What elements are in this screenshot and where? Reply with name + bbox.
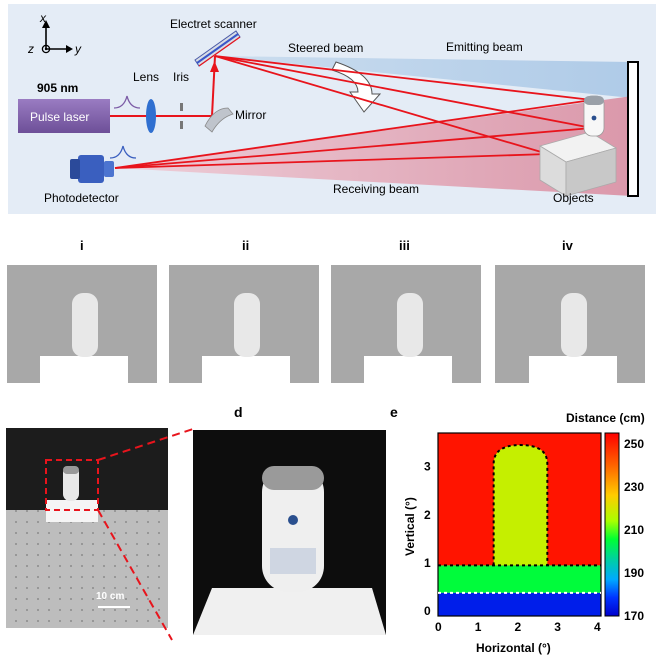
laser-arrow — [210, 61, 219, 72]
region-outlines — [438, 444, 601, 594]
frame-ii — [169, 265, 319, 383]
received-beams — [114, 99, 593, 169]
colorbar-tick-label: 210 — [624, 523, 644, 537]
colorbar-title: Distance (cm) — [566, 411, 645, 425]
frame-label-i: i — [80, 238, 84, 253]
y-tick-label: 3 — [424, 460, 431, 474]
zoom-connector-top — [97, 428, 194, 461]
mirror-label: Mirror — [235, 108, 266, 122]
zoom-box — [45, 459, 99, 511]
emitting-beam-label: Emitting beam — [446, 40, 523, 54]
x-ticks: 0 1 2 3 4 — [435, 620, 601, 634]
pulse-laser-label: Pulse laser — [30, 110, 89, 124]
lens-icon — [146, 99, 156, 133]
x-tick-label: 4 — [594, 620, 601, 634]
plot-frame — [437, 432, 602, 617]
panel-d-photo — [193, 430, 386, 635]
y-axis-label: Vertical (°) — [403, 497, 417, 556]
objects-label: Objects — [553, 191, 594, 205]
heatmap-region-table-top — [438, 565, 601, 593]
pulse-laser-box — [18, 99, 110, 133]
heatmap-region-object — [493, 445, 548, 566]
objects-icon — [539, 95, 617, 197]
panel-d-label: d — [234, 404, 243, 420]
axis-glyph — [41, 20, 73, 54]
heatmap-region-floor — [438, 592, 601, 616]
mirror-icon — [204, 107, 234, 133]
frame-label-ii: ii — [242, 238, 249, 253]
frame-iii — [331, 265, 481, 383]
y-ticks: 3 2 1 0 — [424, 460, 431, 618]
colorbar-tick-label: 190 — [624, 566, 644, 580]
heatmap: 0 1 2 3 4 3 2 1 0 — [424, 432, 602, 634]
y-tick-label: 2 — [424, 508, 431, 522]
x-tick-label: 3 — [554, 620, 561, 634]
y-tick-label: 1 — [424, 556, 431, 570]
colorbar — [604, 432, 620, 617]
frame-label-iii: iii — [399, 238, 410, 253]
x-tick-label: 0 — [435, 620, 442, 634]
axis-x-label: x — [39, 11, 47, 25]
receiving-beam-label: Receiving beam — [333, 182, 419, 196]
emitting-beam-region — [215, 56, 632, 98]
colorbar-tick-label: 170 — [624, 609, 644, 623]
photodetector-label: Photodetector — [44, 191, 119, 205]
frame-iv — [495, 265, 645, 383]
target-screen — [627, 61, 639, 197]
y-tick-label: 0 — [424, 604, 431, 618]
panel-e-label: e — [390, 404, 398, 420]
x-tick-label: 1 — [475, 620, 482, 634]
panel-c-photo — [6, 428, 168, 628]
receive-pulse-icon — [109, 145, 137, 159]
x-tick-label: 2 — [515, 620, 522, 634]
iris-label: Iris — [173, 70, 189, 84]
photodetector-icon — [70, 155, 114, 183]
electret-scanner-icon — [194, 30, 241, 67]
zoom-connector-bottom — [97, 509, 173, 641]
emitted-beams — [214, 55, 593, 155]
lens-label: Lens — [133, 70, 159, 84]
heatmap-cells — [438, 433, 601, 616]
colorbar-tick-label: 250 — [624, 437, 644, 451]
scanner-label: Electret scanner — [170, 17, 257, 31]
colorbar-ticks: 250 230 210 190 170 — [624, 437, 644, 623]
axis-y-label: y — [74, 42, 82, 56]
colorbar-tick-label: 230 — [624, 480, 644, 494]
wavelength-label: 905 nm — [37, 81, 78, 95]
frame-i — [7, 265, 157, 383]
x-axis-label: Horizontal (°) — [476, 641, 551, 655]
object-outline — [492, 444, 549, 566]
iris-icon — [180, 103, 183, 111]
steered-beam-label: Steered beam — [288, 41, 363, 55]
frame-label-iv: iv — [562, 238, 574, 253]
axis-z-label: z — [27, 42, 34, 56]
iris-icon-lower — [180, 121, 183, 129]
scale-bar-label: 10 cm — [96, 591, 124, 602]
emit-pulse-icon — [113, 95, 141, 109]
